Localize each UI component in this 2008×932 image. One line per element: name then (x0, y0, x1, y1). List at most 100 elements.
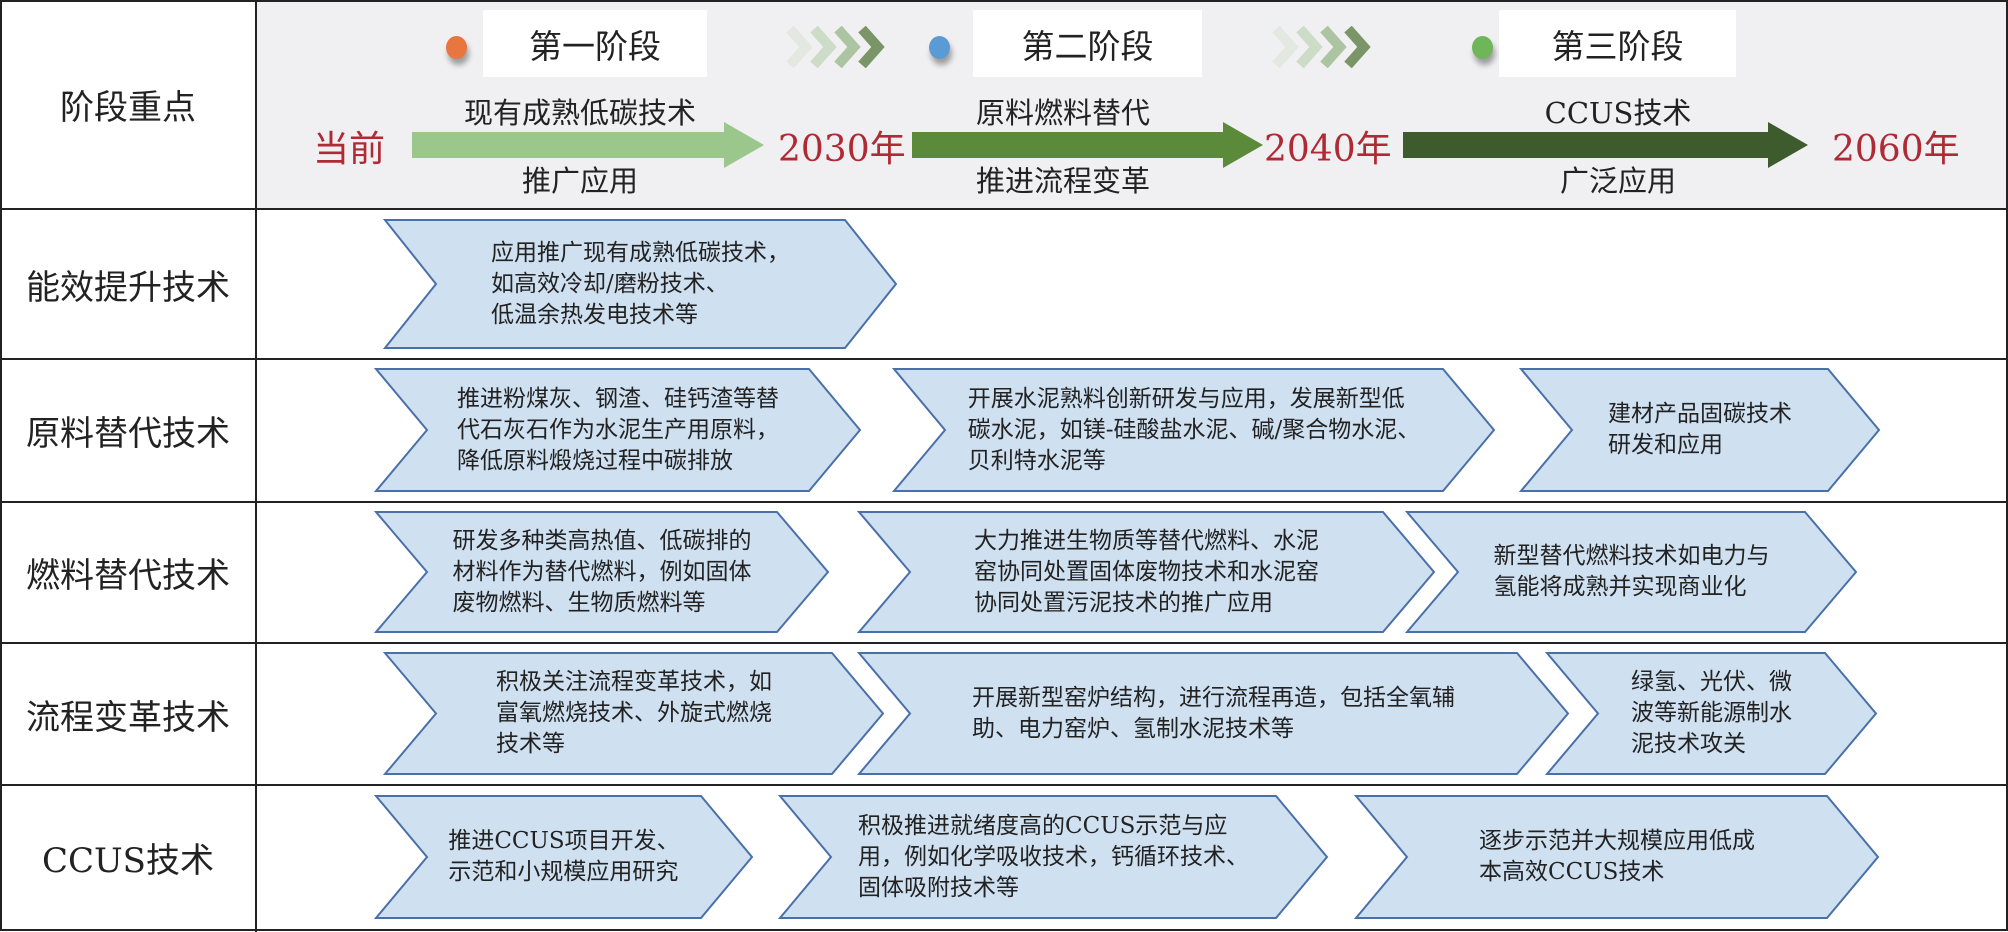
step-text-line: 降低原料煅烧过程中碳排放 (457, 447, 733, 474)
step-text: 推进CCUS项目开发、示范和小规模应用研究 (448, 826, 679, 888)
step-text-line: 开展水泥熟料创新研发与应用，发展新型低 (967, 385, 1405, 412)
divider (0, 784, 2008, 786)
step-text-line: 如高效冷却/磨粉技术、 (491, 270, 729, 297)
chevron-shape (373, 795, 754, 919)
step-text-line: 废物燃料、生物质燃料等 (452, 589, 706, 616)
year-2030: 2030年 (778, 129, 906, 170)
chevron-shape (891, 368, 1496, 492)
row-label-fuel: 燃料替代技术 (26, 556, 230, 596)
step-text-line: 窑协同处置固体废物技术和水泥窑 (974, 558, 1319, 585)
step-text: 建材产品固碳技术研发和应用 (1608, 399, 1792, 461)
roadmap-step-5-3: 逐步示范并大规模应用低成本高效CCUS技术 (1353, 795, 1880, 919)
start-label: 当前 (313, 129, 386, 170)
stage1-dot-icon (446, 36, 467, 59)
chevrons-icon-1 (786, 26, 885, 68)
stage2-label: 第二阶段 (973, 10, 1202, 77)
timeline-arrows (412, 122, 1808, 168)
step-text: 应用推广现有成熟低碳技术， 如高效冷却/磨粉技术、低温余热发电技术等 (491, 238, 790, 331)
stage3-arrow (1403, 122, 1808, 168)
step-text-line: 材料作为替代燃料，例如固体 (452, 558, 752, 585)
roadmap-step-4-2: 开展新型窑炉结构，进行流程再造，包括全氧辅助、电力窑炉、氢制水泥技术等 (856, 652, 1570, 775)
step-text: 研发多种类高热值、低碳排的材料作为替代燃料，例如固体废物燃料、生物质燃料等 (453, 526, 752, 619)
chevron-shape (1518, 368, 1881, 492)
divider (0, 642, 2008, 644)
step-text-line: 协同处置污泥技术的推广应用 (974, 589, 1273, 616)
row-label-energy-efficiency: 能效提升技术 (26, 267, 230, 308)
stage3-dot-icon (1472, 36, 1493, 59)
step-text-line: 泥技术攻关 (1631, 731, 1746, 757)
step-text-line: 应用推广现有成熟低碳技术， (491, 239, 790, 266)
stage2-top-text: 原料燃料替代 (975, 96, 1150, 130)
step-text: 大力推进生物质等替代燃料、水泥窑协同处置固体废物技术和水泥窑协同处置污泥技术的推… (974, 526, 1319, 619)
step-text-line: 开展新型窑炉结构，进行流程再造，包括全氧辅 (972, 684, 1455, 711)
step-text: 逐步示范并大规模应用低成本高效CCUS技术 (1479, 826, 1755, 888)
step-text-line: 推进粉煤灰、钢渣、硅钙渣等替 (457, 385, 779, 412)
stage2-arrow (912, 122, 1263, 168)
chevron-shape (373, 511, 830, 633)
step-text-line: 研发多种类高热值、低碳排的 (452, 527, 752, 554)
step-text-line: 绿氢、光伏、微 (1631, 669, 1792, 695)
chevron-shape (1404, 511, 1858, 633)
roadmap-step-4-3: 绿氢、光伏、微波等新能源制水泥技术攻关 (1544, 652, 1878, 775)
step-text-line: 逐步示范并大规模应用低成 (1479, 828, 1755, 854)
roadmap-step-2-3: 建材产品固碳技术研发和应用 (1518, 368, 1881, 492)
step-text-line: 大力推进生物质等替代燃料、水泥 (974, 527, 1319, 554)
stage2-bottom-text: 推进流程变革 (975, 164, 1150, 198)
roadmap-step-3-3: 新型替代燃料技术如电力与氢能将成熟并实现商业化 (1404, 511, 1858, 633)
step-text-line: 研发和应用 (1608, 432, 1723, 458)
chevron-shape (382, 652, 885, 775)
step-text: 开展新型窑炉结构，进行流程再造，包括全氧辅助、电力窑炉、氢制水泥技术等 (972, 683, 1455, 745)
step-text-line: 碳水泥，如镁-硅酸盐水泥、碱/聚合物水泥、 (967, 416, 1421, 443)
roadmap-step-5-2: 积极推进就绪度高的CCUS示范与应用，例如化学吸收技术，钙循环技术、固体吸附技术… (777, 795, 1329, 919)
chevron-shape (1353, 795, 1880, 919)
step-text-line: 本高效CCUS技术 (1479, 859, 1665, 885)
step-text-line: 贝利特水泥等 (967, 447, 1106, 474)
step-text: 新型替代燃料技术如电力与氢能将成熟并实现商业化 (1494, 541, 1770, 603)
step-text-line: 新型替代燃料技术如电力与 (1493, 543, 1770, 569)
step-text-line: 积极关注流程变革技术，如 (496, 669, 772, 695)
chevron-shape (777, 795, 1329, 919)
stage1-arrow (412, 122, 764, 168)
chevron-shape (856, 511, 1436, 633)
stage1-label: 第一阶段 (483, 10, 707, 77)
chevron-shape (373, 368, 862, 492)
step-text-line: 建材产品固碳技术 (1608, 401, 1792, 427)
stage1-top-text: 现有成熟低碳技术 (463, 96, 696, 130)
chevron-shape (856, 652, 1570, 775)
step-text: 积极关注流程变革技术，如富氧燃烧技术、外旋式燃烧技术等 (496, 667, 772, 760)
roadmap-step-3-1: 研发多种类高热值、低碳排的材料作为替代燃料，例如固体废物燃料、生物质燃料等 (373, 511, 830, 633)
stage2-dot-icon (929, 36, 950, 59)
step-text-line: 氢能将成熟并实现商业化 (1493, 574, 1747, 600)
divider (0, 358, 2008, 360)
divider (255, 0, 257, 932)
divider (0, 501, 2008, 503)
step-text: 推进粉煤灰、钢渣、硅钙渣等替代石灰石作为水泥生产用原料， 降低原料煅烧过程中碳排放 (457, 384, 779, 477)
step-text-line: 富氧燃烧技术、外旋式燃烧 (496, 700, 772, 726)
row-label-raw-material: 原料替代技术 (26, 414, 230, 454)
roadmap-step-1-1: 应用推广现有成熟低碳技术， 如高效冷却/磨粉技术、低温余热发电技术等 (382, 219, 898, 349)
step-text: 开展水泥熟料创新研发与应用，发展新型低碳水泥，如镁-硅酸盐水泥、碱/聚合物水泥、… (968, 384, 1421, 477)
row-label-ccus: CCUS技术 (42, 840, 214, 881)
stage3-bottom-text: 广泛应用 (1559, 164, 1676, 198)
step-text-line: 波等新能源制水 (1631, 700, 1792, 726)
stage3-top-text: CCUS技术 (1544, 96, 1692, 130)
step-text-line: 技术等 (496, 731, 565, 757)
chevron-shape (382, 219, 898, 349)
step-text: 积极推进就绪度高的CCUS示范与应用，例如化学吸收技术，钙循环技术、固体吸附技术… (858, 811, 1249, 904)
roadmap-step-5-1: 推进CCUS项目开发、示范和小规模应用研究 (373, 795, 754, 919)
step-text-line: 示范和小规模应用研究 (448, 859, 679, 885)
step-text-line: 积极推进就绪度高的CCUS示范与应 (858, 812, 1228, 839)
year-2040: 2040年 (1264, 129, 1392, 170)
roadmap-step-3-2: 大力推进生物质等替代燃料、水泥窑协同处置固体废物技术和水泥窑协同处置污泥技术的推… (856, 511, 1436, 633)
year-2060: 2060年 (1832, 129, 1960, 170)
stage3-label: 第三阶段 (1499, 10, 1736, 77)
chevrons-icon-2 (1272, 26, 1371, 68)
roadmap-step-4-1: 积极关注流程变革技术，如富氧燃烧技术、外旋式燃烧技术等 (382, 652, 885, 775)
row-label-stage-focus: 阶段重点 (60, 88, 196, 128)
step-text-line: 固体吸附技术等 (858, 874, 1019, 901)
step-text-line: 低温余热发电技术等 (491, 301, 698, 328)
divider (0, 208, 2008, 210)
step-text-line: 代石灰石作为水泥生产用原料， (457, 416, 779, 443)
stage1-bottom-text: 推广应用 (521, 164, 638, 198)
